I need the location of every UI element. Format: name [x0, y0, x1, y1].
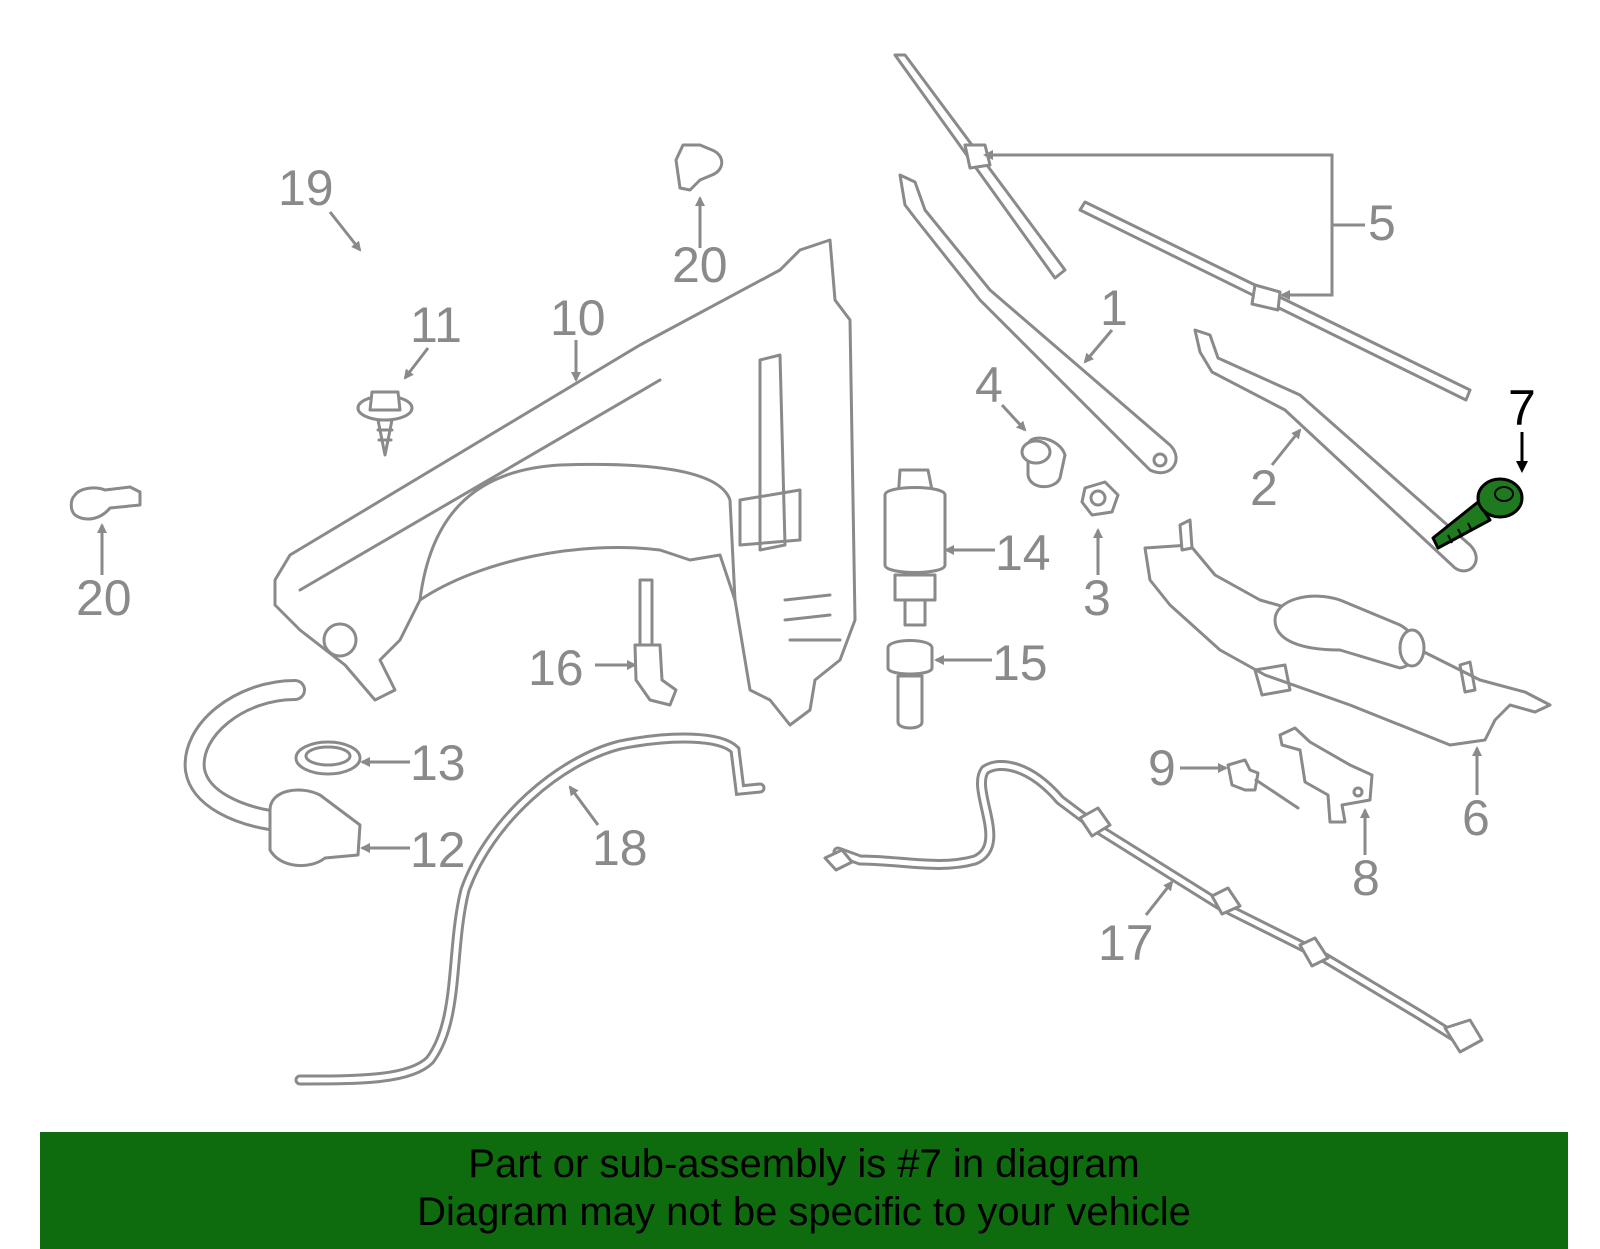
- part-15-grommet: [886, 639, 934, 730]
- callout-20-top: 20: [672, 237, 728, 293]
- banner-line-disclaimer: Diagram may not be specific to your vehi…: [417, 1190, 1191, 1234]
- callout-17: 17: [1098, 915, 1154, 971]
- callout-5: 5: [1368, 195, 1396, 251]
- callout-18: 18: [592, 820, 648, 876]
- callout-13: 13: [410, 735, 466, 791]
- info-banner: Part or sub-assembly is #7 in diagram Di…: [40, 1132, 1568, 1249]
- callout-4: 4: [975, 357, 1003, 413]
- part-9-pin: [1226, 758, 1300, 810]
- callout-15: 15: [992, 635, 1048, 691]
- callout-12: 12: [410, 822, 466, 878]
- callout-2: 2: [1250, 460, 1278, 516]
- part-7-screw-highlighted: [1431, 477, 1524, 550]
- callout-16: 16: [528, 640, 584, 696]
- part-13-seal: [294, 740, 362, 776]
- part-8-bracket: [1278, 726, 1374, 824]
- callout-20-left: 20: [76, 570, 132, 626]
- part-16-level-sensor: [633, 578, 678, 707]
- part-3-nut: [1080, 480, 1120, 517]
- callout-7: 7: [1508, 380, 1536, 436]
- callout-6: 6: [1462, 790, 1490, 846]
- callout-1: 1: [1100, 280, 1128, 336]
- part-11-bolt: [356, 390, 414, 457]
- callout-10: 10: [550, 290, 606, 346]
- banner-line-part: Part or sub-assembly is #7 in diagram: [468, 1142, 1140, 1186]
- part-20-nozzle-top: [674, 143, 724, 192]
- callout-19: 19: [278, 160, 334, 216]
- part-2-wiper-arm: [1193, 328, 1478, 573]
- leader-lines: [97, 150, 1528, 916]
- part-17-harness: [823, 759, 1484, 1054]
- part-5-wiper-blades: [893, 53, 1472, 402]
- callout-11: 11: [410, 297, 462, 353]
- part-1-wiper-arm: [898, 173, 1178, 475]
- parts-diagram: 19 20 20 11 10 1 5 4 2 7 3 14 15 16 13 1…: [69, 53, 1552, 1086]
- part-10-washer-reservoir: [273, 238, 857, 727]
- part-4-bushing: [1020, 436, 1067, 489]
- callout-9: 9: [1148, 740, 1176, 796]
- part-20-nozzle-left: [69, 485, 142, 521]
- part-18-hose: [294, 732, 766, 1086]
- part-12-hose-connector: [183, 679, 362, 868]
- callout-14: 14: [995, 525, 1051, 581]
- part-6-wiper-linkage: [1143, 518, 1552, 747]
- callout-8: 8: [1352, 850, 1380, 906]
- part-14-washer-pump: [883, 468, 947, 627]
- callout-3: 3: [1083, 570, 1111, 626]
- part-19-washer-hose: [161, 60, 694, 513]
